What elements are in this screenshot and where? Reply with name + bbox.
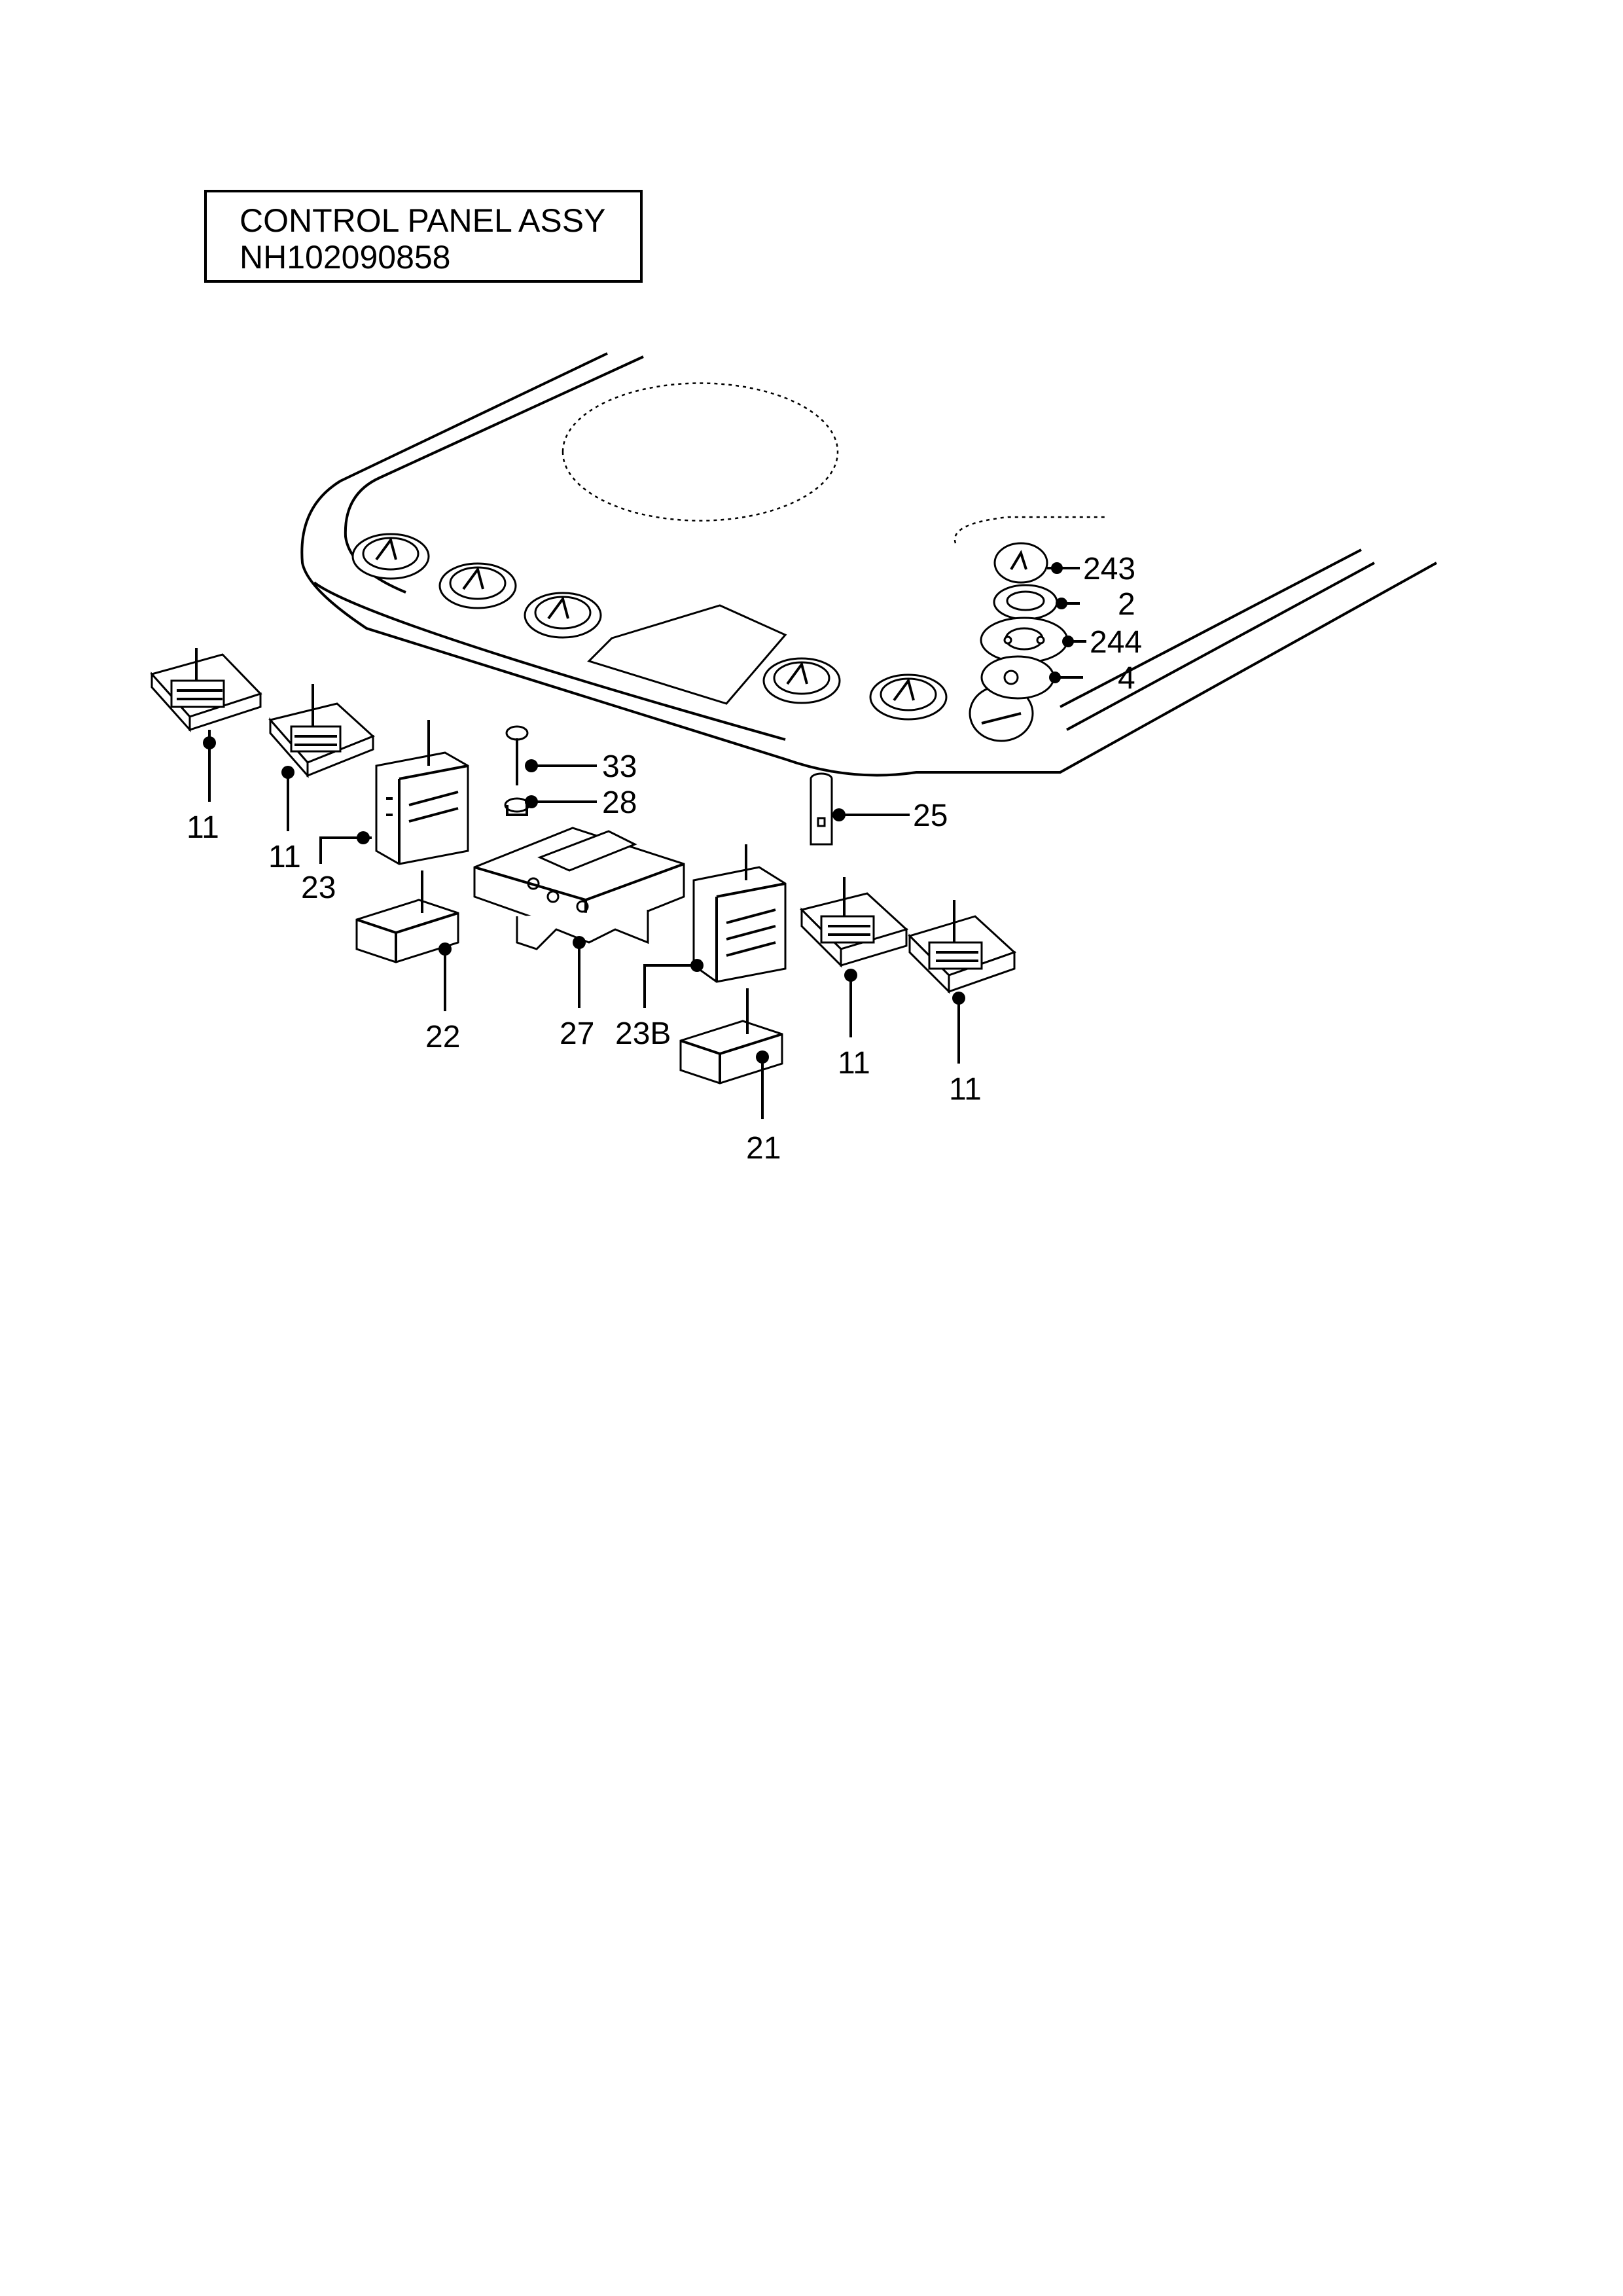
rotary-switch-11-right-second	[908, 900, 1016, 1064]
callout-11-right-second: 11	[949, 1072, 982, 1107]
callout-11-right-first: 11	[838, 1046, 870, 1081]
callout-23: 23	[301, 870, 336, 905]
callout-33: 33	[602, 749, 637, 784]
panel-knob-5	[869, 673, 948, 721]
callout-243: 243	[1083, 552, 1135, 586]
panel-knob-2	[438, 562, 517, 609]
selector-switch-23	[319, 720, 469, 865]
assembly-part-number: NH102090858	[240, 239, 451, 276]
rotary-switch-11-right-first	[800, 877, 908, 1037]
control-panel-body	[300, 352, 1437, 777]
rotary-switch-11-left-second	[268, 684, 375, 831]
callout-27: 27	[560, 1016, 594, 1051]
panel-knob-3	[524, 592, 602, 639]
assembly-name: CONTROL PANEL ASSY	[240, 202, 606, 239]
spring-washer-244	[980, 617, 1086, 664]
panel-button-slot	[969, 685, 1034, 742]
selector-switch-23b	[643, 844, 787, 1008]
callout-2: 2	[1118, 587, 1135, 622]
callout-23b: 23B	[615, 1016, 671, 1051]
indicator-disc-4	[980, 655, 1083, 700]
programmer-27	[473, 827, 685, 1008]
callout-28: 28	[602, 785, 637, 820]
pin-25	[810, 772, 910, 846]
panel-knob-4	[762, 657, 841, 704]
callout-4: 4	[1118, 661, 1135, 696]
callout-21: 21	[746, 1131, 781, 1166]
thermostat-22	[355, 870, 459, 1011]
rotary-switch-11-left-top	[150, 648, 262, 802]
callout-244: 244	[1090, 625, 1142, 660]
panel-knob-1	[351, 533, 430, 580]
title-box: CONTROL PANEL ASSY NH102090858	[204, 190, 643, 283]
bezel-2	[993, 584, 1080, 620]
thermostat-21	[679, 988, 783, 1119]
callout-11-left-second: 11	[268, 840, 301, 874]
callout-11-left-top: 11	[187, 810, 219, 845]
callout-22: 22	[425, 1020, 460, 1054]
bushing-28	[504, 795, 597, 816]
screw-33	[505, 725, 597, 785]
knob-243	[993, 542, 1080, 584]
callout-25: 25	[913, 798, 948, 833]
